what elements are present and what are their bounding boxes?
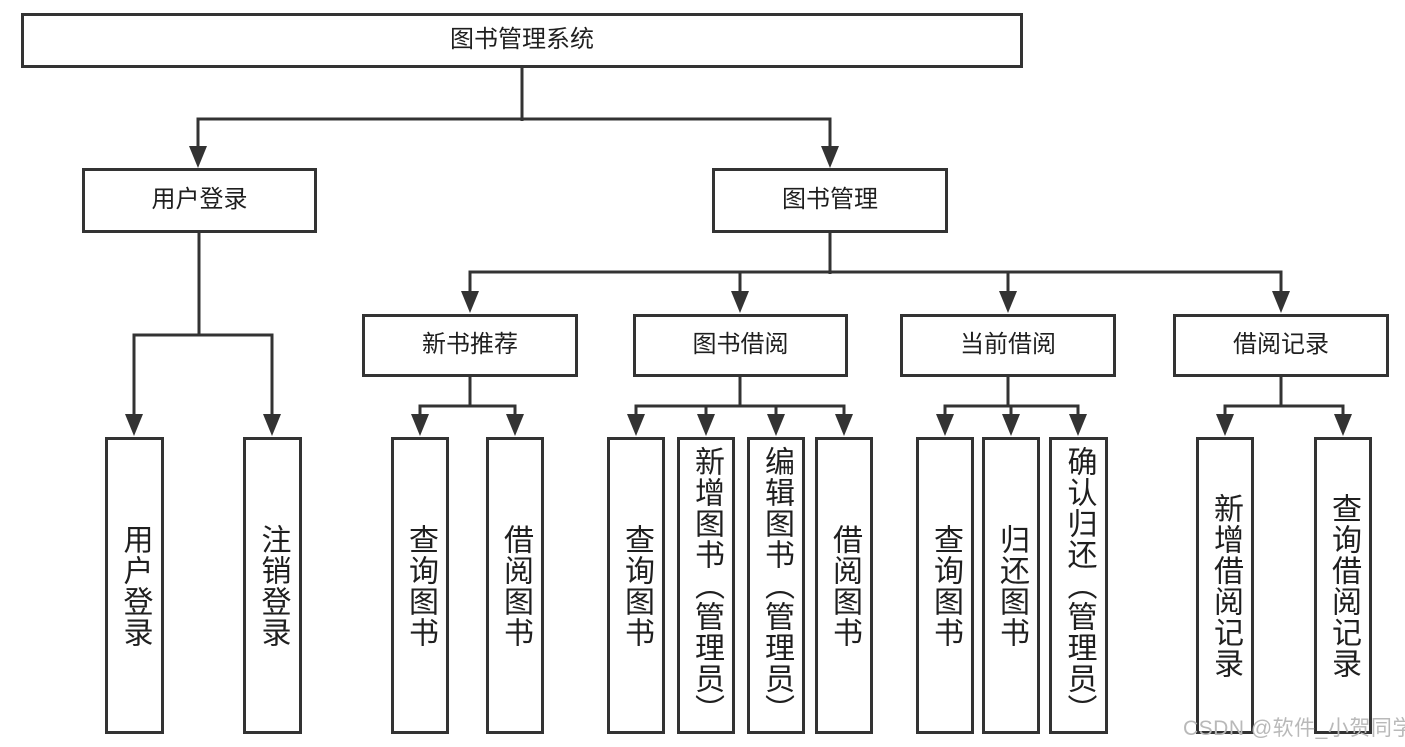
node-user-login-group: 用户登录 (82, 168, 317, 233)
leaf-user-login-label: 用户登录 (118, 523, 152, 648)
leaf-current-return-books-label: 归还图书 (995, 523, 1028, 648)
leaf-current-query-books-label: 查询图书 (929, 523, 962, 648)
node-book-management: 图书管理 (712, 168, 948, 233)
leaf-borrowing-borrow-books: 借阅图书 (815, 437, 873, 734)
node-current-borrowing-label: 当前借阅 (960, 331, 1056, 359)
leaf-borrowing-edit-books-admin: 编辑图书（管理员） (747, 437, 805, 734)
leaf-borrowing-query-books-label: 查询图书 (620, 523, 653, 648)
node-root-system-label: 图书管理系统 (450, 26, 594, 54)
node-current-borrowing: 当前借阅 (900, 314, 1116, 377)
leaf-newbook-borrow-books-label: 借阅图书 (499, 523, 532, 648)
leaf-records-query-record-label: 查询借阅记录 (1327, 492, 1360, 679)
leaf-newbook-query-books-label: 查询图书 (404, 523, 437, 648)
leaf-borrowing-add-books-admin-label: 新增图书（管理员） (690, 446, 723, 725)
leaf-current-confirm-return-admin: 确认归还（管理员） (1049, 437, 1108, 734)
node-new-book-recommend-label: 新书推荐 (422, 331, 518, 359)
leaf-records-add-record-label: 新增借阅记录 (1209, 492, 1242, 679)
leaf-borrowing-borrow-books-label: 借阅图书 (828, 523, 861, 648)
node-root-system: 图书管理系统 (21, 13, 1023, 68)
node-book-borrowing: 图书借阅 (633, 314, 848, 377)
node-user-login-group-label: 用户登录 (151, 186, 248, 214)
leaf-records-query-record: 查询借阅记录 (1314, 437, 1372, 734)
leaf-borrowing-edit-books-admin-label: 编辑图书（管理员） (760, 446, 793, 725)
leaf-current-confirm-return-admin-label: 确认归还（管理员） (1062, 446, 1096, 725)
leaf-logout-label: 注销登录 (256, 523, 290, 648)
leaf-logout: 注销登录 (243, 437, 302, 734)
node-book-management-label: 图书管理 (782, 186, 878, 214)
leaf-newbook-query-books: 查询图书 (391, 437, 449, 734)
leaf-current-return-books: 归还图书 (982, 437, 1040, 734)
node-borrowing-records: 借阅记录 (1173, 314, 1389, 377)
leaf-borrowing-query-books: 查询图书 (607, 437, 665, 734)
node-book-borrowing-label: 图书借阅 (692, 331, 789, 359)
leaf-user-login: 用户登录 (105, 437, 164, 734)
leaf-current-query-books: 查询图书 (916, 437, 974, 734)
node-borrowing-records-label: 借阅记录 (1233, 331, 1329, 359)
leaf-records-add-record: 新增借阅记录 (1196, 437, 1254, 734)
node-new-book-recommend: 新书推荐 (362, 314, 578, 377)
leaf-borrowing-add-books-admin: 新增图书（管理员） (677, 437, 735, 734)
csdn-watermark: CSDN @软件_小贺同学 (1183, 717, 1405, 740)
leaf-newbook-borrow-books: 借阅图书 (486, 437, 544, 734)
